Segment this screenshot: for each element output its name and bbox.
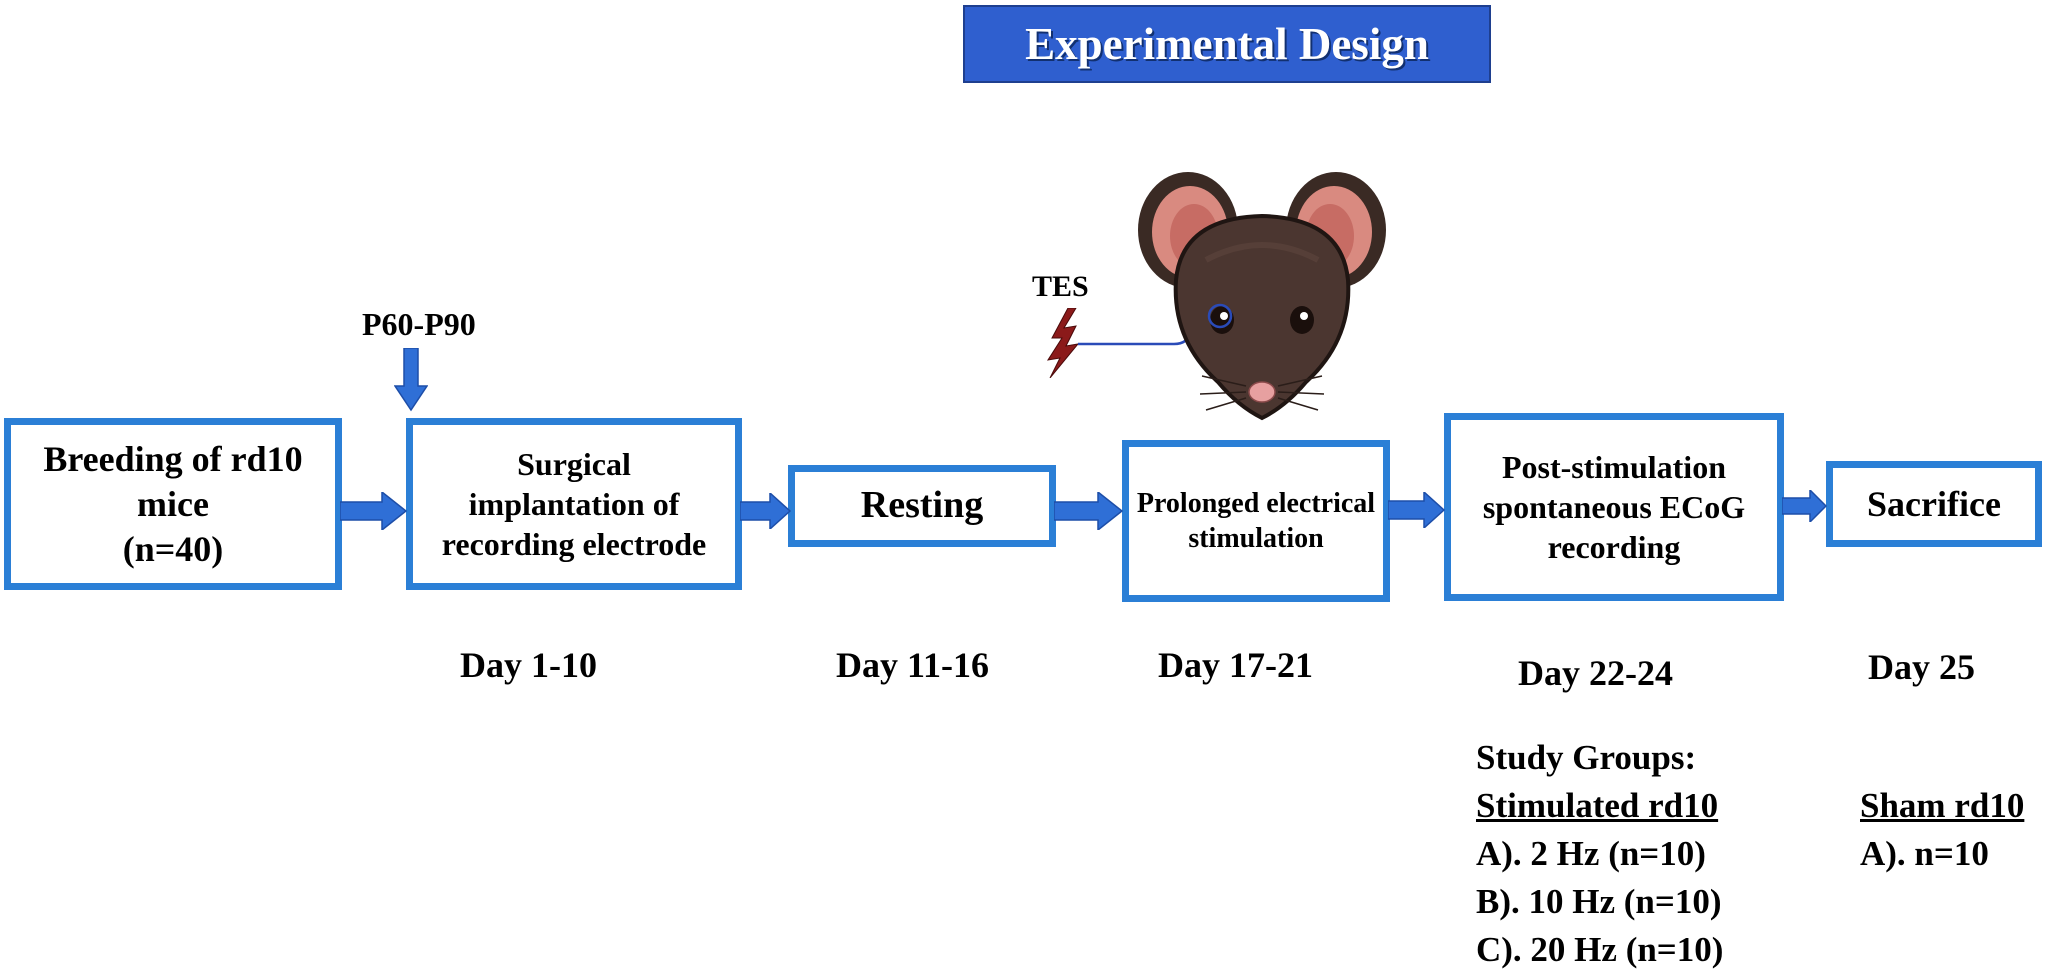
step-resting-box: Resting xyxy=(788,465,1056,547)
step-sacrifice-line-1: Sacrifice xyxy=(1867,483,2001,524)
step-breeding-box: Breeding of rd10 mice (n=40) xyxy=(4,418,342,590)
step-breeding-line-2: mice xyxy=(137,483,209,524)
step-sacrifice-box: Sacrifice xyxy=(1826,461,2042,547)
right-arrow-icon xyxy=(340,492,408,530)
mouse-head-icon xyxy=(1138,172,1386,421)
study-groups-sham: Sham rd10 A). n=10 xyxy=(1860,782,2024,878)
step-recording-line-1: Post-stimulation xyxy=(1501,449,1726,485)
step-breeding-line-1: Breeding of rd10 xyxy=(43,438,303,479)
right-arrow-icon xyxy=(1388,492,1446,528)
step-breeding-line-3: (n=40) xyxy=(122,528,224,569)
step-recording-line-2: spontaneous ECoG xyxy=(1482,489,1746,525)
stimulated-group-item: C). 20 Hz (n=10) xyxy=(1476,930,1724,969)
sham-group-title: Sham rd10 xyxy=(1860,786,2025,825)
lightning-bolt-icon xyxy=(1046,308,1080,378)
step-resting-line-1: Resting xyxy=(860,484,984,527)
age-label: P60-P90 xyxy=(362,306,476,342)
step-surgery-line-2: implantation of xyxy=(468,486,680,522)
day-label: Day 22-24 xyxy=(1518,653,1673,693)
step-stimulation-box: Prolonged electrical stimulation xyxy=(1122,440,1390,602)
stimulated-group-item: A). 2 Hz (n=10) xyxy=(1476,834,1706,873)
step-recording-line-3: recording xyxy=(1547,529,1681,565)
right-arrow-icon xyxy=(1782,490,1828,522)
step-surgery-line-3: recording electrode xyxy=(441,526,707,562)
step-recording-box: Post-stimulation spontaneous ECoG record… xyxy=(1444,413,1784,601)
diagram-title: Experimental Design xyxy=(963,5,1491,83)
stimulated-group-title: Stimulated rd10 xyxy=(1476,786,1719,825)
down-arrow-icon xyxy=(394,348,428,412)
day-label: Day 11-16 xyxy=(836,645,989,685)
tes-label: TES xyxy=(1032,270,1089,303)
step-stimulation-line-1: Prolonged electrical xyxy=(1136,488,1376,519)
stimulated-group-item: B). 10 Hz (n=10) xyxy=(1476,882,1722,921)
right-arrow-icon xyxy=(1054,492,1124,530)
step-surgery-box: Surgical implantation of recording elect… xyxy=(406,418,742,590)
step-stimulation-line-2: stimulation xyxy=(1188,523,1324,554)
day-label: Day 25 xyxy=(1868,647,1975,687)
right-arrow-icon xyxy=(740,493,792,529)
study-groups-heading: Study Groups: xyxy=(1476,738,1697,777)
sham-group-item: A). n=10 xyxy=(1860,834,1989,873)
day-label: Day 1-10 xyxy=(460,645,597,685)
study-groups-stimulated: Study Groups: Stimulated rd10 A). 2 Hz (… xyxy=(1476,734,1723,974)
step-surgery-line-1: Surgical xyxy=(517,446,631,482)
day-label: Day 17-21 xyxy=(1158,645,1313,685)
